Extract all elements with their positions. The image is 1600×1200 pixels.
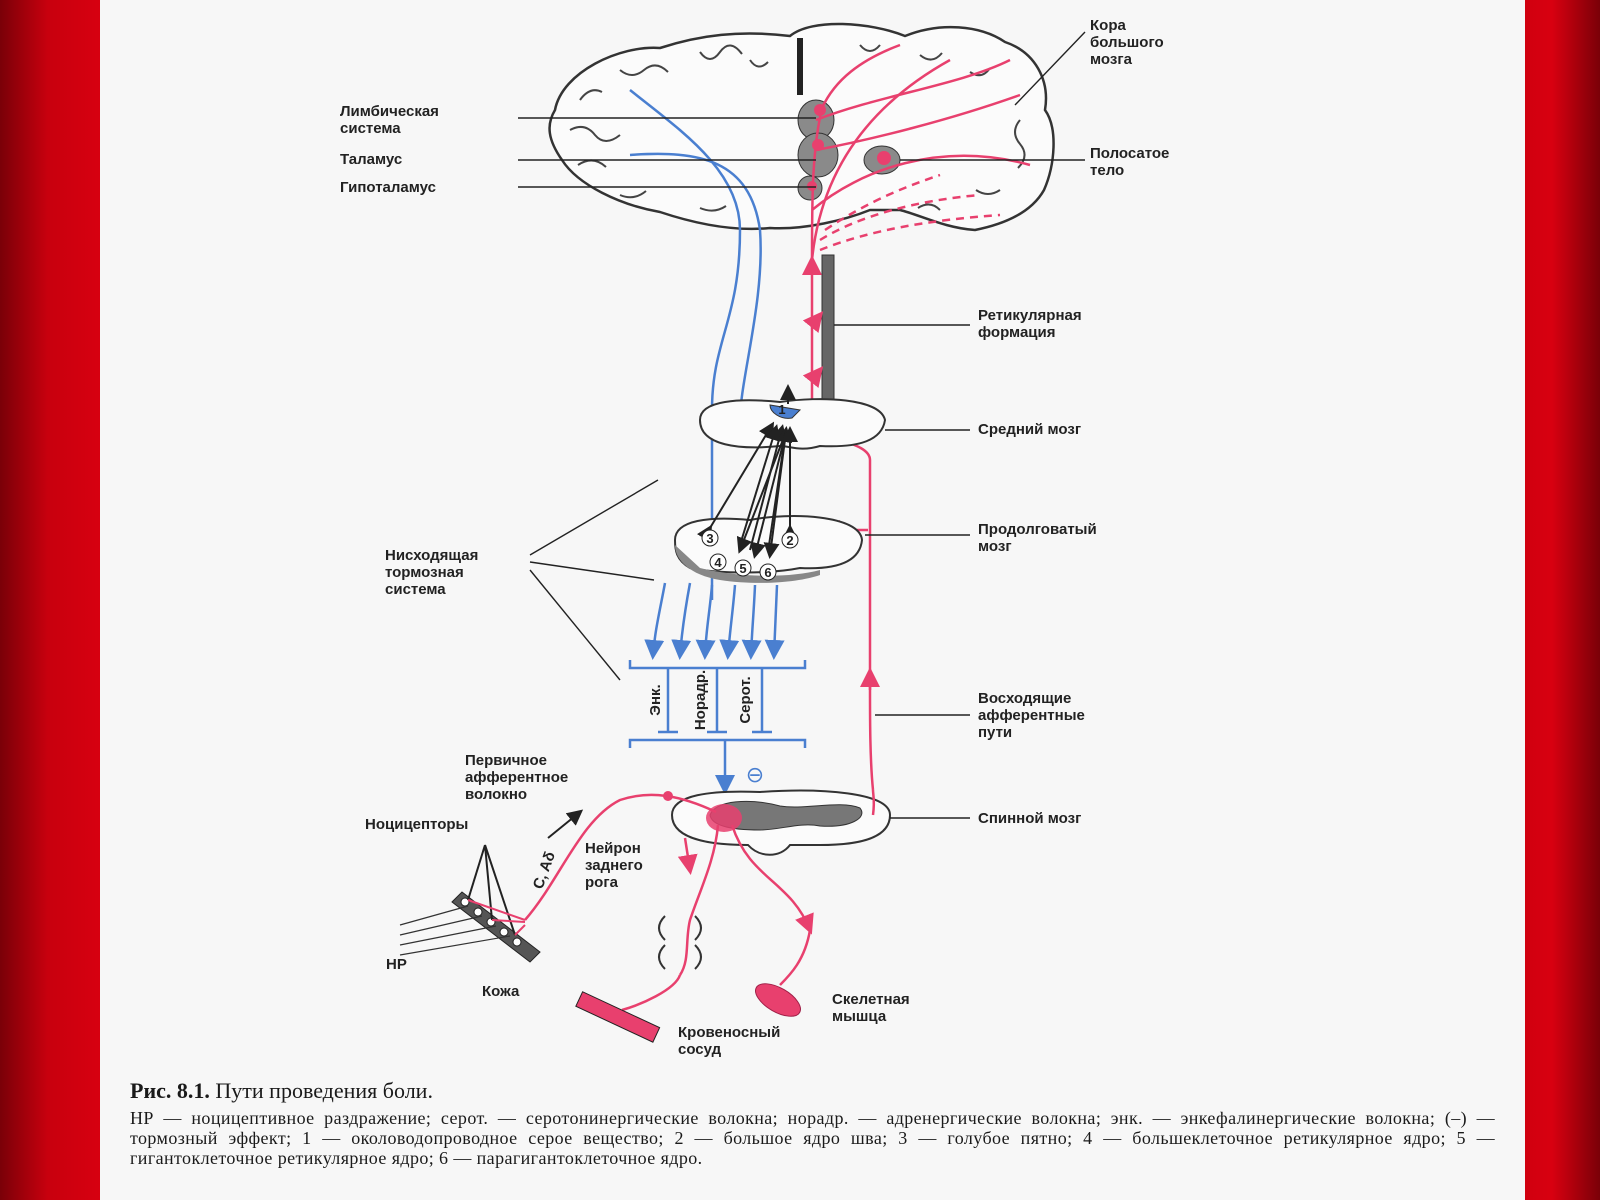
label-cortex-line2: большого bbox=[1090, 34, 1164, 51]
label-primary-afferent-line1: Первичное bbox=[465, 752, 547, 769]
figure-title: Пути проведения боли. bbox=[215, 1078, 433, 1103]
label-striatum-line1: Полосатое bbox=[1090, 145, 1169, 162]
label-ascending-line2: афферентные bbox=[978, 707, 1085, 724]
label-cortex-line3: мозга bbox=[1090, 51, 1133, 68]
skeletal-muscle bbox=[755, 983, 801, 1017]
label-blood-vessel-line2: сосуд bbox=[678, 1041, 722, 1058]
label-reticular-line1: Ретикулярная bbox=[978, 307, 1082, 324]
descending-cortical-fibres bbox=[629, 89, 762, 600]
label-descending-line1: Нисходящая bbox=[385, 547, 478, 564]
label-limbic-line1: Лимбическая bbox=[340, 103, 439, 120]
label-cortex-line1: Кора bbox=[1090, 17, 1126, 34]
nucleus-6 bbox=[759, 563, 777, 581]
label-descending-line3: система bbox=[385, 581, 446, 598]
brain-section bbox=[548, 22, 1055, 232]
nucleus-3-label: 3 bbox=[706, 531, 713, 546]
noradr-label: Норадр. bbox=[692, 670, 709, 730]
nucleus-2-label: 2 bbox=[786, 533, 793, 548]
figure-page: 1 3 2 4 5 6 bbox=[100, 0, 1525, 1200]
label-medulla-line2: мозг bbox=[978, 538, 1012, 555]
nucleus-5 bbox=[734, 559, 752, 577]
inhibit-symbol: ⊖ bbox=[746, 763, 764, 788]
label-limbic-line2: система bbox=[340, 120, 401, 137]
leader-lines bbox=[518, 31, 1086, 819]
nociceptor-fibres bbox=[467, 899, 526, 936]
label-skeletal-muscle-line1: Скелетная bbox=[832, 991, 910, 1008]
label-skeletal-muscle-line2: мышца bbox=[832, 1008, 887, 1025]
label-midbrain: Средний мозг bbox=[978, 421, 1081, 438]
figure-description: НР — ноцицептивное раздражение; серот. —… bbox=[130, 1108, 1495, 1168]
label-striatum-line2: тело bbox=[1090, 162, 1124, 179]
label-dorsal-horn-line2: заднего bbox=[585, 857, 643, 874]
pain-pathways-diagram: 1 3 2 4 5 6 bbox=[340, 17, 1169, 1058]
label-ascending-line1: Восходящие bbox=[978, 690, 1071, 707]
figure-caption: Рис. 8.1. Пути проведения боли. НР — ноц… bbox=[130, 1078, 1495, 1168]
spinal-ascending bbox=[871, 789, 876, 816]
label-reticular-line2: формация bbox=[978, 324, 1056, 341]
label-fiber-types: C, Aδ bbox=[530, 849, 559, 891]
skin-patch bbox=[399, 891, 541, 963]
label-hp: НР bbox=[386, 956, 407, 973]
descending-inhibitory-arrows bbox=[644, 582, 785, 660]
blood-vessel bbox=[575, 991, 661, 1043]
label-descending-line2: тормозная bbox=[385, 564, 464, 581]
figure-number: Рис. 8.1. bbox=[130, 1078, 210, 1103]
afferent-node bbox=[663, 791, 673, 801]
neurotransmitter-box: Энк. Норадр. Серот. ⊖ bbox=[628, 660, 807, 795]
label-primary-afferent-line3: волокно bbox=[465, 786, 527, 803]
nucleus-3 bbox=[701, 529, 719, 547]
label-nociceptors: Ноцицепторы bbox=[365, 816, 468, 833]
nucleus-4 bbox=[709, 553, 727, 571]
nucleus-2 bbox=[781, 531, 799, 549]
cortical-projections bbox=[810, 43, 1031, 261]
label-dorsal-horn-line3: рога bbox=[585, 874, 619, 891]
nucleus-1-label: 1 bbox=[778, 402, 785, 417]
spinal-cord-section bbox=[670, 789, 892, 856]
peripheral-fibres bbox=[524, 793, 814, 1012]
label-skin: Кожа bbox=[482, 983, 520, 1000]
serot-label: Серот. bbox=[737, 676, 754, 723]
nucleus-5-label: 5 bbox=[739, 561, 746, 576]
label-medulla-line1: Продолговатый bbox=[978, 521, 1097, 538]
label-dorsal-horn-line1: Нейрон bbox=[585, 840, 641, 857]
brainstem-connections bbox=[696, 421, 798, 559]
numbered-nuclei: 3 2 4 5 6 bbox=[701, 529, 799, 581]
nucleus-6-label: 6 bbox=[764, 565, 771, 580]
caption-title-row: Рис. 8.1. Пути проведения боли. bbox=[130, 1078, 1495, 1104]
nucleus-4-label: 4 bbox=[714, 555, 722, 570]
label-primary-afferent-line2: афферентное bbox=[465, 769, 568, 786]
midbrain-section: 1 bbox=[698, 384, 887, 450]
label-thalamus: Таламус bbox=[340, 151, 402, 168]
label-blood-vessel-line1: Кровеносный bbox=[678, 1024, 780, 1041]
label-ascending-line3: пути bbox=[978, 724, 1012, 741]
label-spinal-cord: Спинной мозг bbox=[978, 810, 1081, 827]
enk-label: Энк. bbox=[647, 684, 664, 715]
label-hypothalamus: Гипоталамус bbox=[340, 179, 436, 196]
synapse-symbol bbox=[658, 915, 702, 970]
